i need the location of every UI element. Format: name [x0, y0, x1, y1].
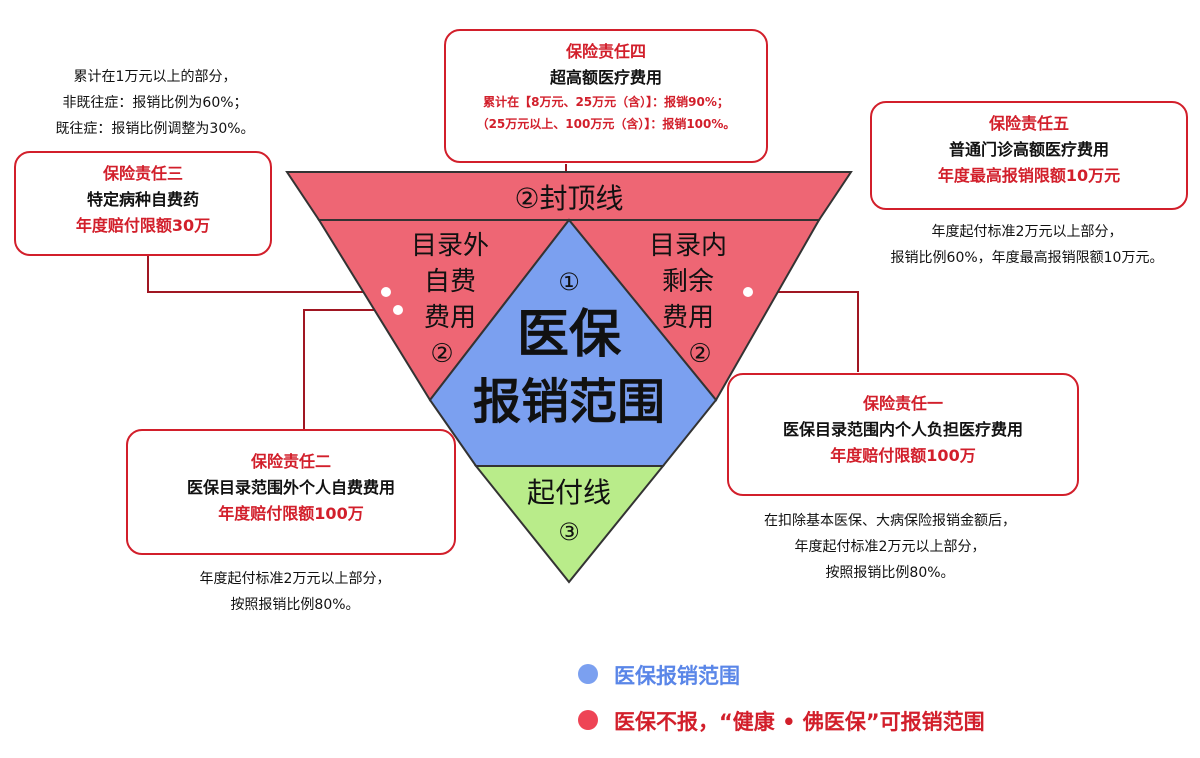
center-marker: ①: [558, 268, 580, 296]
deductible-region: [473, 465, 666, 584]
center-title-line1: 医保: [517, 305, 622, 365]
note-right-bottom-line2: 年度起付标准2万元以上部分，: [794, 539, 986, 555]
duty3-desc: 特定病种自费药: [86, 190, 199, 209]
legend-dot-red: [578, 710, 598, 730]
cap-line-label: ②封顶线: [514, 182, 623, 215]
note-right-bottom-line3: 按照报销比例80%。: [825, 565, 955, 581]
duty4-line1: 累计在【8万元、25万元（含）】：报销90%；: [483, 95, 729, 109]
connector-duty2: [303, 309, 398, 432]
connector-dot-duty3: [381, 287, 391, 297]
duty1-box: 保险责任一 医保目录范围内个人负担医疗费用 年度赔付限额100万: [727, 373, 1079, 496]
note-right-bottom: 在扣除基本医保、大病保险报销金额后， 年度起付标准2万元以上部分， 按照报销比例…: [720, 508, 1060, 586]
duty3-limit: 年度赔付限额30万: [75, 216, 211, 235]
in-list-line2: 剩余: [662, 267, 714, 297]
duty5-limit: 年度最高报销限额10万元: [937, 166, 1121, 185]
legend-label-extra-coverage: 医保不报，“健康 • 佛医保”可报销范围: [614, 710, 985, 734]
note-right-bottom-line1: 在扣除基本医保、大病保险报销金额后，: [764, 513, 1016, 529]
duty2-limit: 年度赔付限额100万: [218, 504, 364, 523]
duty4-title: 保险责任四: [565, 42, 646, 61]
note-right-top-line2: 报销比例60%，年度最高报销限额10万元。: [890, 250, 1164, 266]
duty1-title: 保险责任一: [862, 394, 943, 413]
out-of-list-labels: 目录外 自费 费用 ②: [411, 231, 489, 369]
connector-dot-duty2: [393, 305, 403, 315]
note-top-left-line2: 非既往症：报销比例为60%；: [62, 95, 248, 111]
duty1-limit: 年度赔付限额100万: [830, 446, 976, 465]
duty1-desc: 医保目录范围内个人负担医疗费用: [782, 420, 1023, 439]
duty2-title: 保险责任二: [250, 452, 331, 471]
duty5-title: 保险责任五: [988, 114, 1069, 133]
note-left-bottom-line2: 按照报销比例80%。: [230, 597, 360, 613]
deductible-marker: ③: [558, 518, 580, 546]
note-left-bottom: 年度起付标准2万元以上部分， 按照报销比例80%。: [150, 566, 440, 618]
duty5-box: 保险责任五 普通门诊高额医疗费用 年度最高报销限额10万元: [870, 101, 1188, 210]
in-list-line3: 费用: [662, 303, 714, 333]
in-list-remaining-labels: 目录内 剩余 费用 ②: [649, 231, 727, 369]
duty2-desc: 医保目录范围外个人自费费用: [186, 478, 395, 497]
note-top-left-line3: 既往症：报销比例调整为30%。: [55, 121, 255, 137]
note-right-top: 年度起付标准2万元以上部分， 报销比例60%，年度最高报销限额10万元。: [862, 219, 1192, 271]
in-list-line1: 目录内: [649, 231, 727, 261]
duty4-desc: 超高额医疗费用: [549, 68, 662, 87]
connector-duty3: [147, 256, 386, 293]
connector-lines: [147, 164, 859, 432]
deductible-label: 起付线: [527, 476, 611, 509]
duty4-box: 保险责任四 超高额医疗费用 累计在【8万元、25万元（含）】：报销90%； （2…: [444, 29, 768, 163]
duty2-box: 保险责任二 医保目录范围外个人自费费用 年度赔付限额100万: [126, 429, 456, 555]
duty4-line2: （25万元以上、100万元（含）】：报销100%。: [476, 117, 736, 131]
center-title-line2: 报销范围: [473, 374, 665, 430]
note-top-left: 累计在1万元以上的部分， 非既往症：报销比例为60%； 既往症：报销比例调整为3…: [10, 64, 300, 142]
out-of-list-line1: 目录外: [411, 231, 489, 261]
in-list-marker: ②: [688, 339, 711, 369]
legend-label-reimbursement-scope: 医保报销范围: [614, 664, 740, 688]
duty3-title: 保险责任三: [102, 164, 183, 183]
out-of-list-line3: 费用: [424, 303, 476, 333]
connector-duty1: [748, 291, 859, 372]
note-top-left-line1: 累计在1万元以上的部分，: [73, 69, 237, 85]
note-right-top-line1: 年度起付标准2万元以上部分，: [931, 224, 1123, 240]
legend-dot-blue: [578, 664, 598, 684]
duty3-box: 保险责任三 特定病种自费药 年度赔付限额30万: [14, 151, 272, 256]
note-left-bottom-line1: 年度起付标准2万元以上部分，: [199, 571, 391, 587]
out-of-list-marker: ②: [430, 339, 453, 369]
out-of-list-line2: 自费: [424, 267, 476, 297]
duty5-desc: 普通门诊高额医疗费用: [948, 140, 1109, 159]
connector-dot-duty1: [743, 287, 753, 297]
